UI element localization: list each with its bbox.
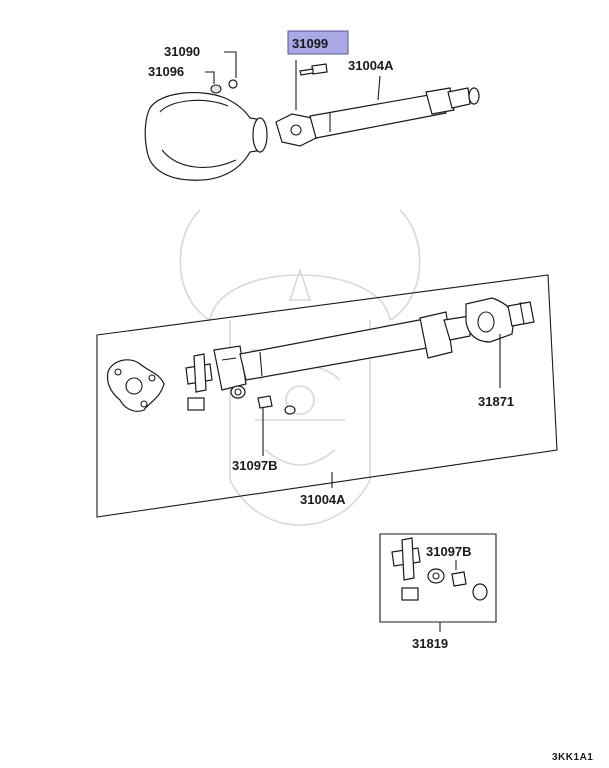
grease-fitting-31097b (257, 395, 273, 409)
bolt-31099 (299, 63, 328, 76)
leader-lines-top (205, 51, 381, 110)
kit-parts (391, 537, 488, 601)
propeller-shaft-top (275, 87, 480, 147)
companion-flange (106, 359, 165, 412)
bearing-cup-mid (230, 385, 246, 399)
diagram-code: 3KK1A1 (552, 752, 593, 763)
snap-ring-mid (284, 405, 296, 415)
label-31096[interactable]: 31096 (148, 64, 184, 79)
kit-box-31819 (379, 533, 497, 623)
propeller-shaft-main (213, 311, 471, 391)
label-31004a-top[interactable]: 31004A (348, 58, 394, 73)
label-31097b-kit[interactable]: 31097B (426, 544, 472, 559)
yoke-31871 (465, 297, 535, 343)
label-31090[interactable]: 31090 (164, 44, 200, 59)
nut-31096 (210, 79, 238, 94)
differential-housing (144, 91, 268, 181)
exploded-shaft-panel (96, 274, 558, 518)
label-31871[interactable]: 31871 (478, 394, 514, 409)
label-31004a-mid[interactable]: 31004A (300, 492, 346, 507)
label-31099[interactable]: 31099 (292, 36, 328, 51)
label-31819[interactable]: 31819 (412, 636, 448, 651)
leader-lines-kit (439, 560, 457, 632)
universal-joint-spider (185, 353, 213, 411)
label-31097b-mid[interactable]: 31097B (232, 458, 278, 473)
highlight-31099 (287, 30, 349, 55)
leader-lines-mid (262, 334, 501, 488)
